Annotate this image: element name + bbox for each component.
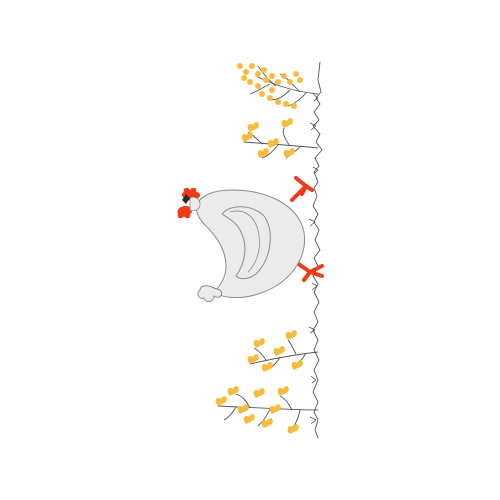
hen-wattle [177,206,193,219]
hen-wing [221,206,271,280]
flower-sprig-4 [215,386,319,434]
grass-line [312,61,323,439]
flower-sprig-3 [247,330,319,372]
flower-sprig-1 [237,63,319,109]
hen-face [189,196,201,212]
hen-icon [177,176,324,303]
hen-eye-icon [182,194,190,204]
hen-wing-line [229,210,260,273]
flower-sprig-2 [241,118,319,159]
hen-tail [197,285,223,303]
grass-tufts [308,93,319,425]
